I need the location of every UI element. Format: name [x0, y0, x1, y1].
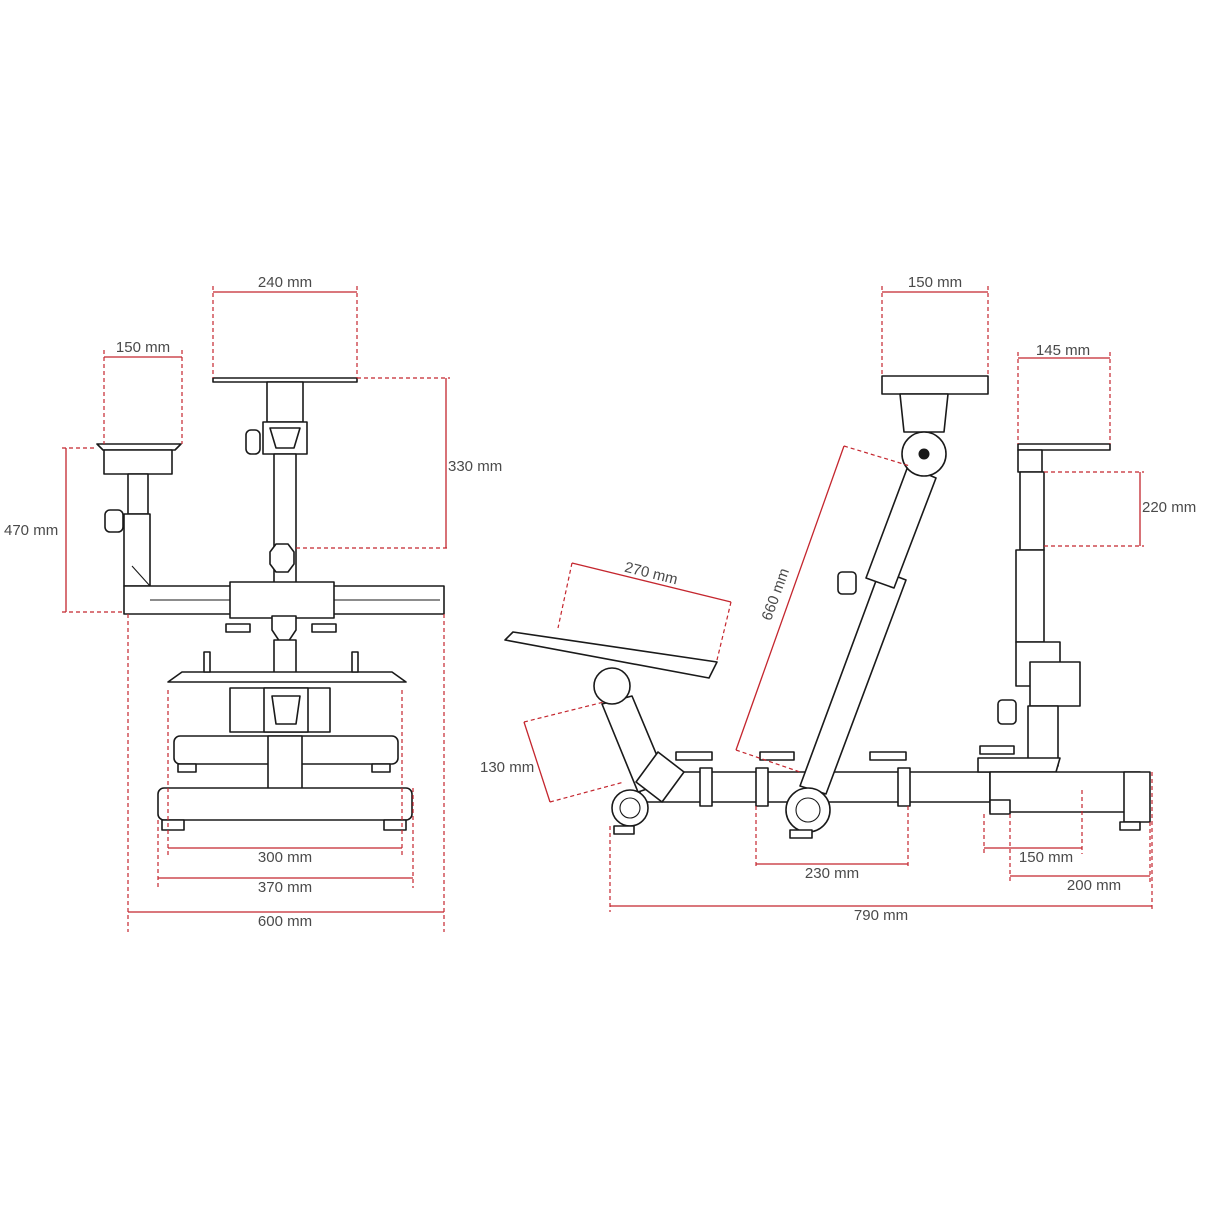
side-column-upper [865, 465, 937, 589]
dim-side-column-length: 660 mm [759, 566, 794, 623]
side-wheel-plate [881, 375, 989, 395]
dim-front-plate-width: 240 mm [258, 274, 312, 291]
side-shifter-post-upper [1019, 471, 1045, 551]
side-column-knob [837, 571, 857, 595]
side-rear-knob [979, 745, 1015, 755]
side-wheel-bracket [899, 393, 949, 433]
side-pedal-plate [504, 631, 718, 679]
front-pedal-plate [167, 671, 407, 683]
dim-front-shifter-height: 470 mm [4, 522, 58, 539]
front-bolt-right [351, 651, 359, 673]
front-lower-base-tube [157, 787, 413, 821]
side-pedal-hinge [593, 667, 631, 705]
front-foot [383, 819, 407, 831]
front-column-knob [269, 543, 295, 573]
dim-side-rear-foot-inner: 150 mm [1019, 849, 1073, 866]
front-foot [371, 763, 391, 773]
side-shifter-plate [1017, 443, 1111, 451]
side-foot [789, 829, 813, 839]
front-view [96, 377, 445, 831]
dim-front-inner-foot-span: 300 mm [258, 849, 312, 866]
front-dimensions: 240 mm 150 mm 330 mm 470 mm 300 mm 370 m… [4, 274, 502, 932]
front-center-clamp [229, 581, 335, 619]
side-shifter-knob [997, 699, 1017, 725]
side-front-end-cap [611, 789, 649, 827]
front-shifter-mount [103, 449, 173, 475]
side-tube-joint [699, 767, 713, 807]
dim-side-shifter-plate-depth: 145 mm [1036, 342, 1090, 359]
side-shifter-post-lower [1015, 549, 1045, 643]
front-clamp-knob [245, 429, 261, 455]
front-shifter-post [123, 513, 151, 587]
side-shifter-bracket [1017, 449, 1043, 473]
side-column-end-cap [785, 787, 831, 833]
side-tube-joint [897, 767, 911, 807]
side-tube-joint [755, 767, 769, 807]
side-rear-foot [989, 799, 1011, 815]
dim-front-outer-foot-span: 370 mm [258, 879, 312, 896]
dim-front-shifter-plate-width: 150 mm [116, 339, 170, 356]
dim-side-base-segment: 230 mm [805, 865, 859, 882]
front-foot [177, 763, 197, 773]
front-arm-knobs [225, 623, 337, 633]
dim-front-total-width: 600 mm [258, 913, 312, 930]
dim-side-shifter-height-adjust: 220 mm [1142, 499, 1196, 516]
side-foot [1119, 821, 1141, 831]
side-base-knobs [675, 751, 907, 761]
dim-side-rear-foot-outer: 200 mm [1067, 877, 1121, 894]
logo-shield-icon [271, 615, 297, 649]
side-view [504, 375, 1151, 839]
front-bolt-left [203, 651, 211, 673]
front-shifter-post-upper [127, 473, 149, 515]
front-foot [161, 819, 185, 831]
front-column-clamp [262, 421, 308, 455]
side-rear-hub [977, 757, 1061, 773]
side-rear-leg [1123, 771, 1151, 823]
side-pedal-elbow [635, 751, 685, 803]
front-shifter-knob [104, 509, 124, 533]
front-shifter-plate [96, 443, 182, 451]
dim-front-column-height: 330 mm [448, 458, 502, 475]
dim-side-wheel-plate-depth: 150 mm [908, 274, 962, 291]
side-shifter-support [1027, 705, 1059, 767]
dim-side-total-length: 790 mm [854, 907, 908, 924]
dim-side-pedal-plate-length: 270 mm [623, 559, 680, 588]
side-shifter-arm-end [1029, 661, 1081, 707]
dim-side-pedal-height: 130 mm [480, 759, 534, 776]
side-dimensions: 150 mm 145 mm 220 mm 270 mm 660 mm 130 m… [480, 274, 1196, 924]
front-base-clamp [263, 687, 309, 733]
front-wheel-bracket [266, 381, 304, 423]
side-foot [613, 825, 635, 835]
